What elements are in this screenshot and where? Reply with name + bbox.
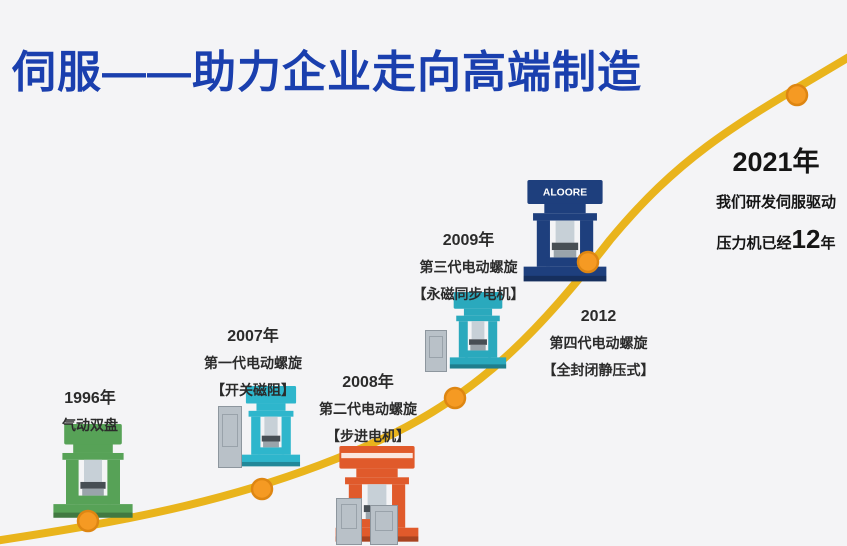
- milestone-desc: 第三代电动螺旋: [419, 259, 518, 275]
- milestone-desc: 【开关磁阻】: [211, 382, 295, 398]
- control-cabinet-2008-a: [336, 498, 362, 545]
- milestone-2008: 2008年 第二代电动螺旋 【步进电机】: [298, 368, 438, 446]
- cabinet-door: [340, 504, 358, 530]
- control-cabinet-2007: [218, 406, 242, 468]
- growth-curve-line: [0, 53, 847, 545]
- finale-line2-prefix: 压力机已经: [716, 235, 792, 252]
- milestone-desc: 【永磁同步电机】: [412, 286, 525, 302]
- milestone-desc: 第一代电动螺旋: [204, 355, 302, 371]
- cabinet-door: [429, 335, 443, 358]
- press-machine-2012: ALOORE: [523, 180, 607, 282]
- milestone-desc: 气动双盘: [62, 417, 118, 433]
- milestone-2012: 2012 第四代电动螺旋 【全封闭静压式】: [526, 308, 671, 380]
- milestone-year: 2008年: [342, 374, 394, 391]
- milestone-desc: 第四代电动螺旋: [549, 335, 648, 351]
- finale-line1: 我们研发伺服驱动: [715, 194, 836, 211]
- finale-years-count: 12: [791, 224, 821, 254]
- finale-line2: 压力机已经12年: [696, 224, 847, 255]
- cabinet-door: [374, 510, 394, 532]
- cabinet-door: [222, 414, 238, 448]
- milestone-year: 2012: [580, 308, 617, 325]
- milestone-year: 2007年: [227, 328, 279, 345]
- milestone-year: 2009年: [442, 232, 495, 249]
- milestone-2007: 2007年 第一代电动螺旋 【开关磁阻】: [183, 322, 323, 400]
- milestone-desc: 第二代电动螺旋: [319, 401, 417, 417]
- machine-brand-label: ALOORE: [543, 188, 587, 199]
- main-title: 伺服——助力企业走向高端制造: [12, 48, 642, 97]
- milestone-2009: 2009年 第三代电动螺旋 【永磁同步电机】: [396, 226, 541, 304]
- milestone-year: 1996年: [64, 390, 116, 407]
- control-cabinet-2009: [425, 330, 447, 372]
- finale-year: 2021年: [732, 147, 820, 177]
- milestone-desc: 【步进电机】: [326, 428, 410, 444]
- press-machine-2007: [241, 386, 301, 467]
- control-cabinet-2008-b: [370, 505, 398, 545]
- milestone-desc: 【全封闭静压式】: [542, 362, 655, 378]
- milestone-1996: 1996年 气动双盘: [28, 384, 152, 435]
- press-machine-2009: [449, 292, 507, 369]
- press-machine-1996: [53, 424, 133, 518]
- milestone-2021: 2021年 我们研发伺服驱动 压力机已经12年: [696, 140, 847, 255]
- finale-line2-suffix: 年: [820, 235, 836, 252]
